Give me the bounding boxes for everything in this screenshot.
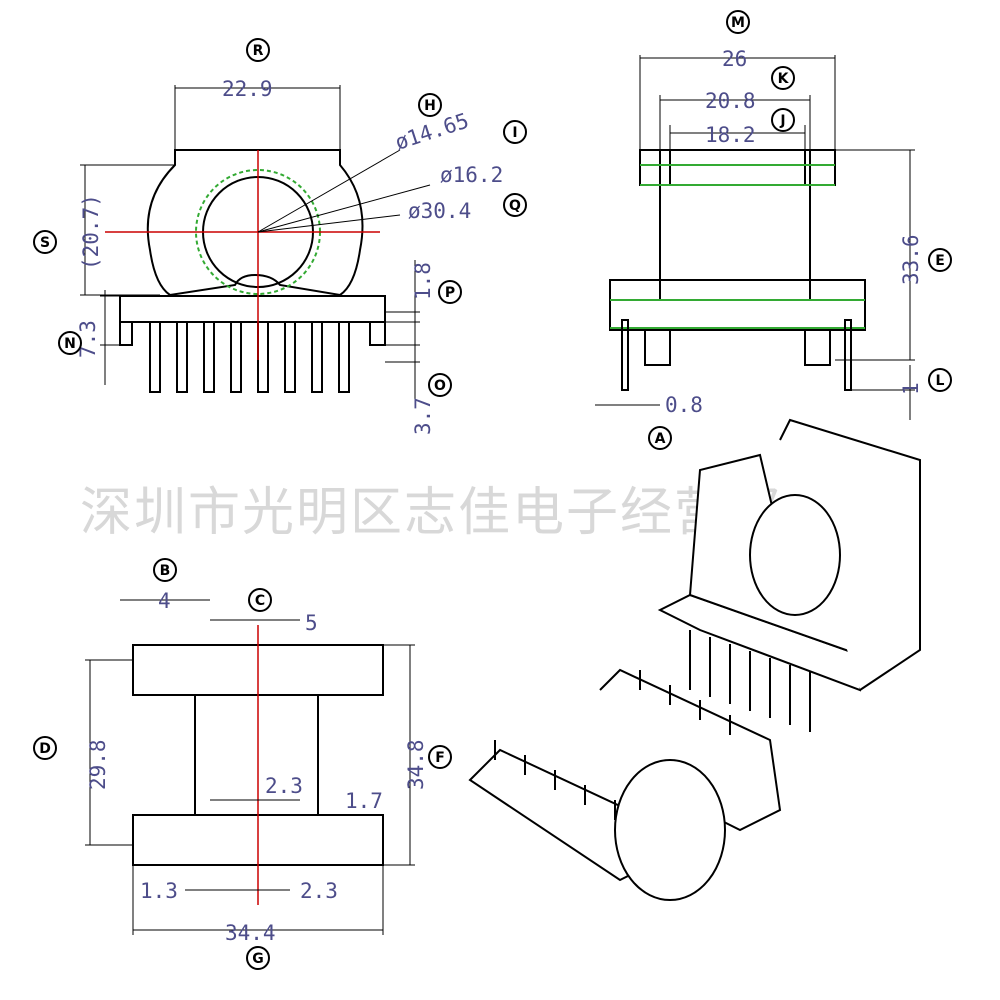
marker-d: D xyxy=(33,736,57,760)
marker-o: O xyxy=(428,373,452,397)
marker-n-label: N xyxy=(64,336,76,352)
side-view xyxy=(595,55,915,420)
marker-f: F xyxy=(428,745,452,769)
marker-k-label: K xyxy=(778,71,790,87)
marker-p-label: P xyxy=(445,285,455,301)
dim-F: 34.8 xyxy=(404,739,428,790)
iso-render-2 xyxy=(468,668,782,901)
marker-b: B xyxy=(153,558,177,582)
dim-A: 0.8 xyxy=(665,393,703,417)
dim-c2: 1.7 xyxy=(345,789,383,813)
dim-O: 3.7 xyxy=(411,397,435,435)
dim-R: 22.9 xyxy=(222,77,273,101)
dim-C: 5 xyxy=(305,611,318,635)
marker-o-label: O xyxy=(434,378,446,394)
marker-j: J xyxy=(771,108,795,132)
dim-D: 29.8 xyxy=(86,739,110,790)
dim-P: 1.8 xyxy=(411,262,435,300)
marker-k: K xyxy=(771,66,795,90)
marker-q: Q xyxy=(503,193,527,217)
marker-j-label: J xyxy=(779,113,785,129)
dim-M: 26 xyxy=(722,47,747,71)
iso-render-1 xyxy=(657,418,921,732)
marker-s-label: S xyxy=(40,235,50,251)
dim-G: 34.4 xyxy=(225,921,276,945)
marker-r-label: R xyxy=(253,43,264,59)
marker-p: P xyxy=(438,280,462,304)
front-pins xyxy=(149,321,350,393)
watermark: 深圳市光明区志佳电子经营部 xyxy=(80,483,782,543)
marker-a-label: A xyxy=(655,431,666,447)
marker-s: S xyxy=(33,230,57,254)
front-view xyxy=(80,85,431,400)
marker-m-label: M xyxy=(731,15,745,31)
marker-f-label: F xyxy=(435,750,445,766)
marker-r: R xyxy=(246,38,270,62)
marker-b-label: B xyxy=(160,563,171,579)
marker-e-label: E xyxy=(935,253,945,269)
dim-c1: 2.3 xyxy=(265,774,303,798)
dim-S: (20.7) xyxy=(79,194,103,270)
bottom-view xyxy=(85,599,415,935)
marker-n: N xyxy=(58,331,82,355)
marker-d-label: D xyxy=(39,741,51,757)
dim-c4: 2.3 xyxy=(300,879,338,903)
dim-B: 4 xyxy=(158,589,171,613)
dim-E: 33.6 xyxy=(899,234,923,285)
marker-e: E xyxy=(928,248,952,272)
marker-i: I xyxy=(503,120,527,144)
marker-i-label: I xyxy=(512,125,517,141)
marker-h-label: H xyxy=(424,98,436,114)
dim-Q: ø30.4 xyxy=(408,199,471,223)
dim-I: ø16.2 xyxy=(440,163,503,187)
marker-c: C xyxy=(248,588,272,612)
dim-c3: 1.3 xyxy=(140,879,178,903)
marker-a: A xyxy=(648,426,672,450)
marker-g-label: G xyxy=(252,951,264,967)
dim-L: 1 xyxy=(899,382,923,395)
marker-g: G xyxy=(246,946,270,970)
marker-m: M xyxy=(726,10,750,34)
marker-c-label: C xyxy=(255,593,265,609)
dim-J: 18.2 xyxy=(705,123,756,147)
marker-h: H xyxy=(418,93,442,117)
dim-K: 20.8 xyxy=(705,89,756,113)
marker-l-label: L xyxy=(936,373,945,389)
marker-q-label: Q xyxy=(509,198,521,214)
marker-l: L xyxy=(928,368,952,392)
